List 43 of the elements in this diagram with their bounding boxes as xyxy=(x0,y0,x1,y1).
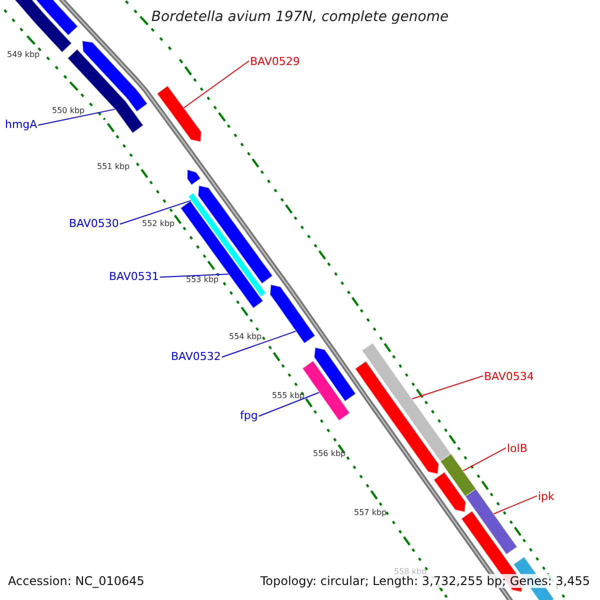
gene-block xyxy=(156,85,202,142)
scale-label: 558 kbp xyxy=(394,567,427,576)
gene-block xyxy=(354,360,440,475)
leader-line xyxy=(38,108,116,126)
leader-line xyxy=(493,495,538,514)
scale-label: 550 kbp xyxy=(52,106,85,115)
gene-block xyxy=(361,342,452,462)
leader-line xyxy=(462,447,506,472)
gene-block xyxy=(464,488,518,556)
scale-label: 552 kbp xyxy=(142,219,175,228)
gene-label: BAV0529 xyxy=(250,55,300,68)
gene-label: fpg xyxy=(240,409,258,422)
gene-label: BAV0532 xyxy=(171,350,221,363)
scale-label: 551 kbp xyxy=(97,162,130,171)
gene-block xyxy=(433,471,466,513)
gene-block xyxy=(269,284,316,344)
leader-line xyxy=(411,375,484,400)
gene-block xyxy=(186,168,202,186)
gene-label: BAV0530 xyxy=(69,217,119,230)
gene-block xyxy=(67,48,144,134)
gene-label: hmgA xyxy=(5,118,38,131)
gene-block xyxy=(440,453,477,498)
gene-block xyxy=(314,346,356,402)
gene-label: lolB xyxy=(507,442,528,455)
leader-line xyxy=(258,392,320,417)
gene-label: BAV0531 xyxy=(109,270,159,283)
gene-block xyxy=(188,192,266,298)
scale-label: 554 kbp xyxy=(229,332,262,341)
leader-line xyxy=(119,200,192,225)
leader-line xyxy=(221,330,296,358)
scale-label: 549 kbp xyxy=(7,50,40,59)
gene-label: ipk xyxy=(538,490,554,503)
map-title: Bordetella avium 197N, complete genome xyxy=(150,9,450,25)
gene-label: BAV0534 xyxy=(484,370,534,383)
gene-block xyxy=(180,200,264,309)
scale-label: 557 kbp xyxy=(354,508,387,517)
scale-label: 555 kbp xyxy=(272,391,305,400)
leader-line xyxy=(183,60,250,108)
accession-text: Accession: NC_010645 xyxy=(8,574,144,588)
scale-label: 556 kbp xyxy=(313,449,346,458)
scale-label: 553 kbp xyxy=(186,275,219,284)
topology-text: Topology: circular; Length: 3,732,255 bp; Genes: 3,455 xyxy=(260,574,590,588)
leader-line xyxy=(159,274,230,278)
